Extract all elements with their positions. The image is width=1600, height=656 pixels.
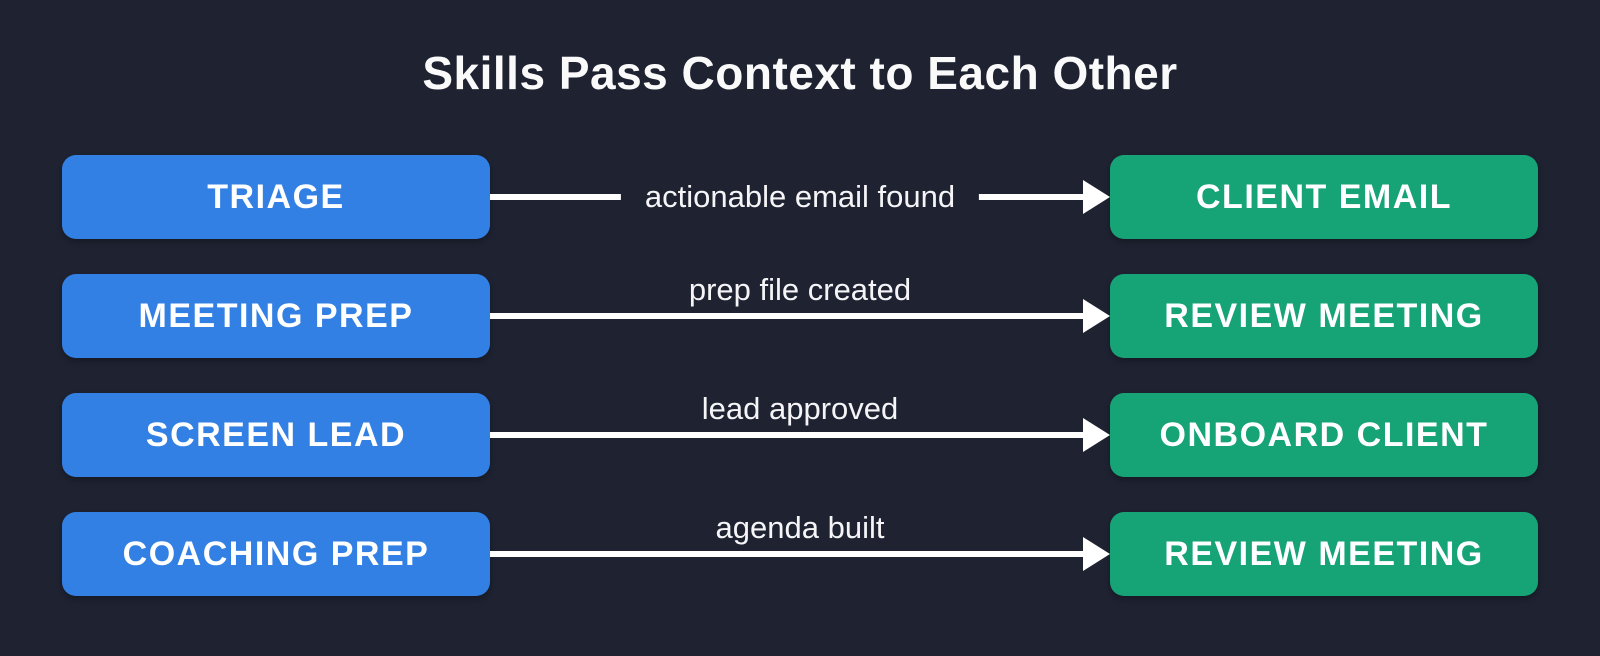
source-node-label: MEETING PREP <box>138 296 414 335</box>
source-node-coaching-prep: COACHING PREP <box>62 512 490 596</box>
connector-label: lead approved <box>701 391 899 426</box>
connector-label: prep file created <box>688 272 912 307</box>
source-node-label: COACHING PREP <box>122 534 430 573</box>
flow-row: TRIAGE actionable email found CLIENT EMA… <box>62 155 1538 239</box>
target-node-onboard-client: ONBOARD CLIENT <box>1110 393 1538 477</box>
connector-arrow: prep file created <box>490 272 1110 358</box>
arrow-line <box>490 313 1088 319</box>
target-node-label: REVIEW MEETING <box>1164 296 1484 335</box>
flow-row: MEETING PREP prep file created REVIEW ME… <box>62 272 1538 358</box>
connector-label: actionable email found <box>620 175 980 219</box>
flow-row: COACHING PREP agenda built REVIEW MEETIN… <box>62 510 1538 596</box>
arrowhead-icon <box>1083 299 1110 333</box>
source-node-screen-lead: SCREEN LEAD <box>62 393 490 477</box>
source-node-triage: TRIAGE <box>62 155 490 239</box>
page-title: Skills Pass Context to Each Other <box>422 47 1178 99</box>
target-node-label: REVIEW MEETING <box>1164 534 1484 573</box>
connector-arrow: actionable email found <box>490 155 1110 239</box>
target-node-label: CLIENT EMAIL <box>1196 177 1452 216</box>
arrowhead-icon <box>1083 180 1110 214</box>
target-node-label: ONBOARD CLIENT <box>1159 415 1489 454</box>
arrowhead-icon <box>1083 418 1110 452</box>
connector-label: agenda built <box>715 510 885 545</box>
arrow-line <box>490 551 1088 557</box>
arrowhead-icon <box>1083 537 1110 571</box>
connector-arrow: agenda built <box>490 510 1110 596</box>
target-node-review-meeting: REVIEW MEETING <box>1110 274 1538 358</box>
source-node-meeting-prep: MEETING PREP <box>62 274 490 358</box>
source-node-label: TRIAGE <box>207 177 345 216</box>
flow-row: SCREEN LEAD lead approved ONBOARD CLIENT <box>62 391 1538 477</box>
arrow-line <box>490 432 1088 438</box>
source-node-label: SCREEN LEAD <box>145 415 407 454</box>
diagram-rows: TRIAGE actionable email found CLIENT EMA… <box>62 155 1538 596</box>
connector-arrow: lead approved <box>490 391 1110 477</box>
target-node-review-meeting-2: REVIEW MEETING <box>1110 512 1538 596</box>
target-node-client-email: CLIENT EMAIL <box>1110 155 1538 239</box>
